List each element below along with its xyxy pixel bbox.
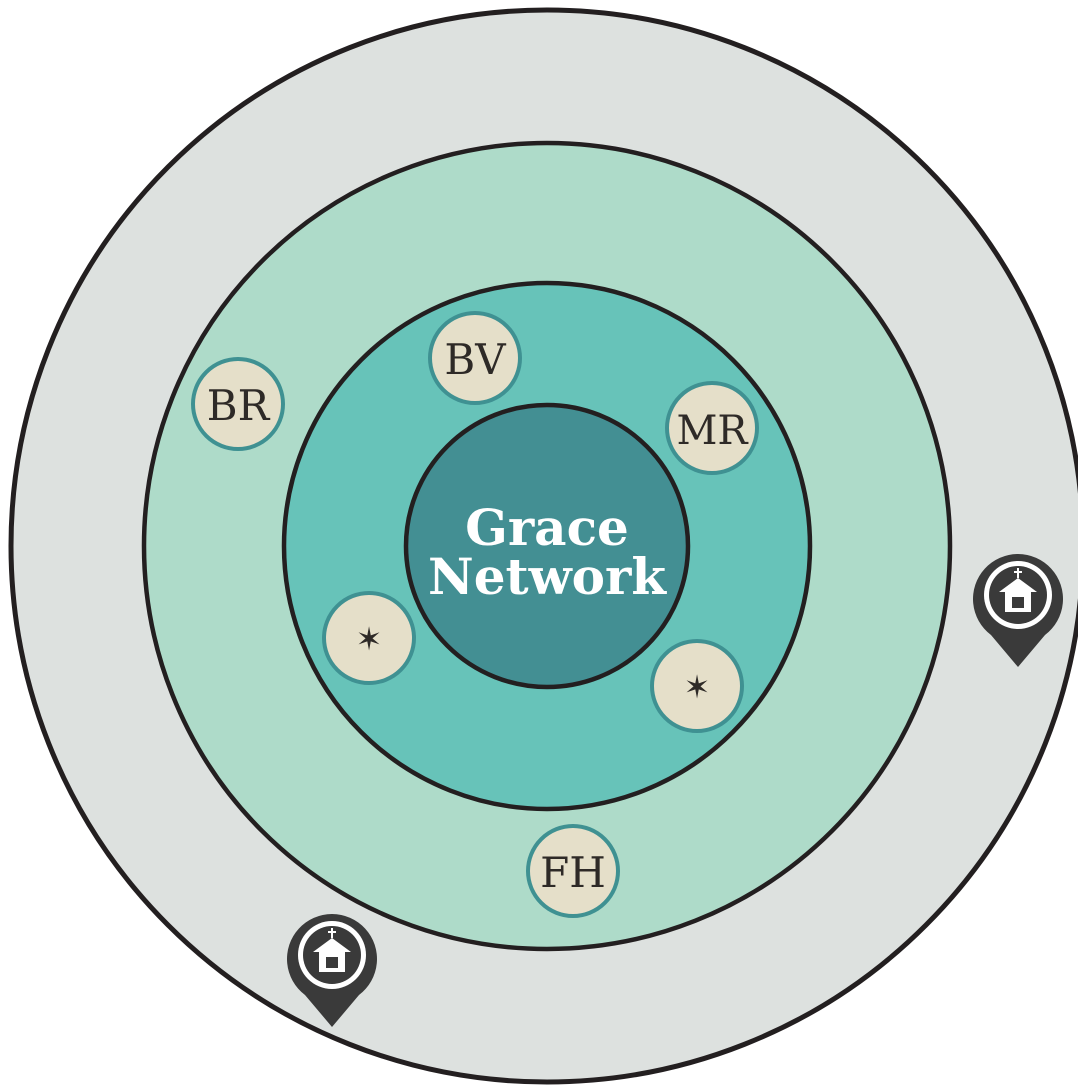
- node-mr-label: MR: [676, 408, 749, 454]
- center-title-line-2: Network: [428, 547, 667, 606]
- six-point-star-icon: ✶: [684, 668, 711, 706]
- church-location-pin-icon: [973, 554, 1063, 667]
- node-mr: MR: [665, 381, 759, 475]
- six-point-star-icon: ✶: [356, 620, 383, 658]
- center-title-line-1: Grace: [465, 498, 629, 557]
- node-br-label: BR: [207, 381, 271, 430]
- node-bv-label: BV: [444, 335, 506, 384]
- core-circle: [403, 402, 691, 690]
- node-star-b: ✶: [650, 639, 744, 733]
- node-bv: BV: [428, 311, 522, 405]
- church-location-pin-icon: [287, 914, 377, 1027]
- node-fh-label: FH: [540, 848, 606, 897]
- node-br: BR: [191, 357, 285, 451]
- node-star-a: ✶: [322, 591, 416, 685]
- node-fh: FH: [526, 824, 620, 918]
